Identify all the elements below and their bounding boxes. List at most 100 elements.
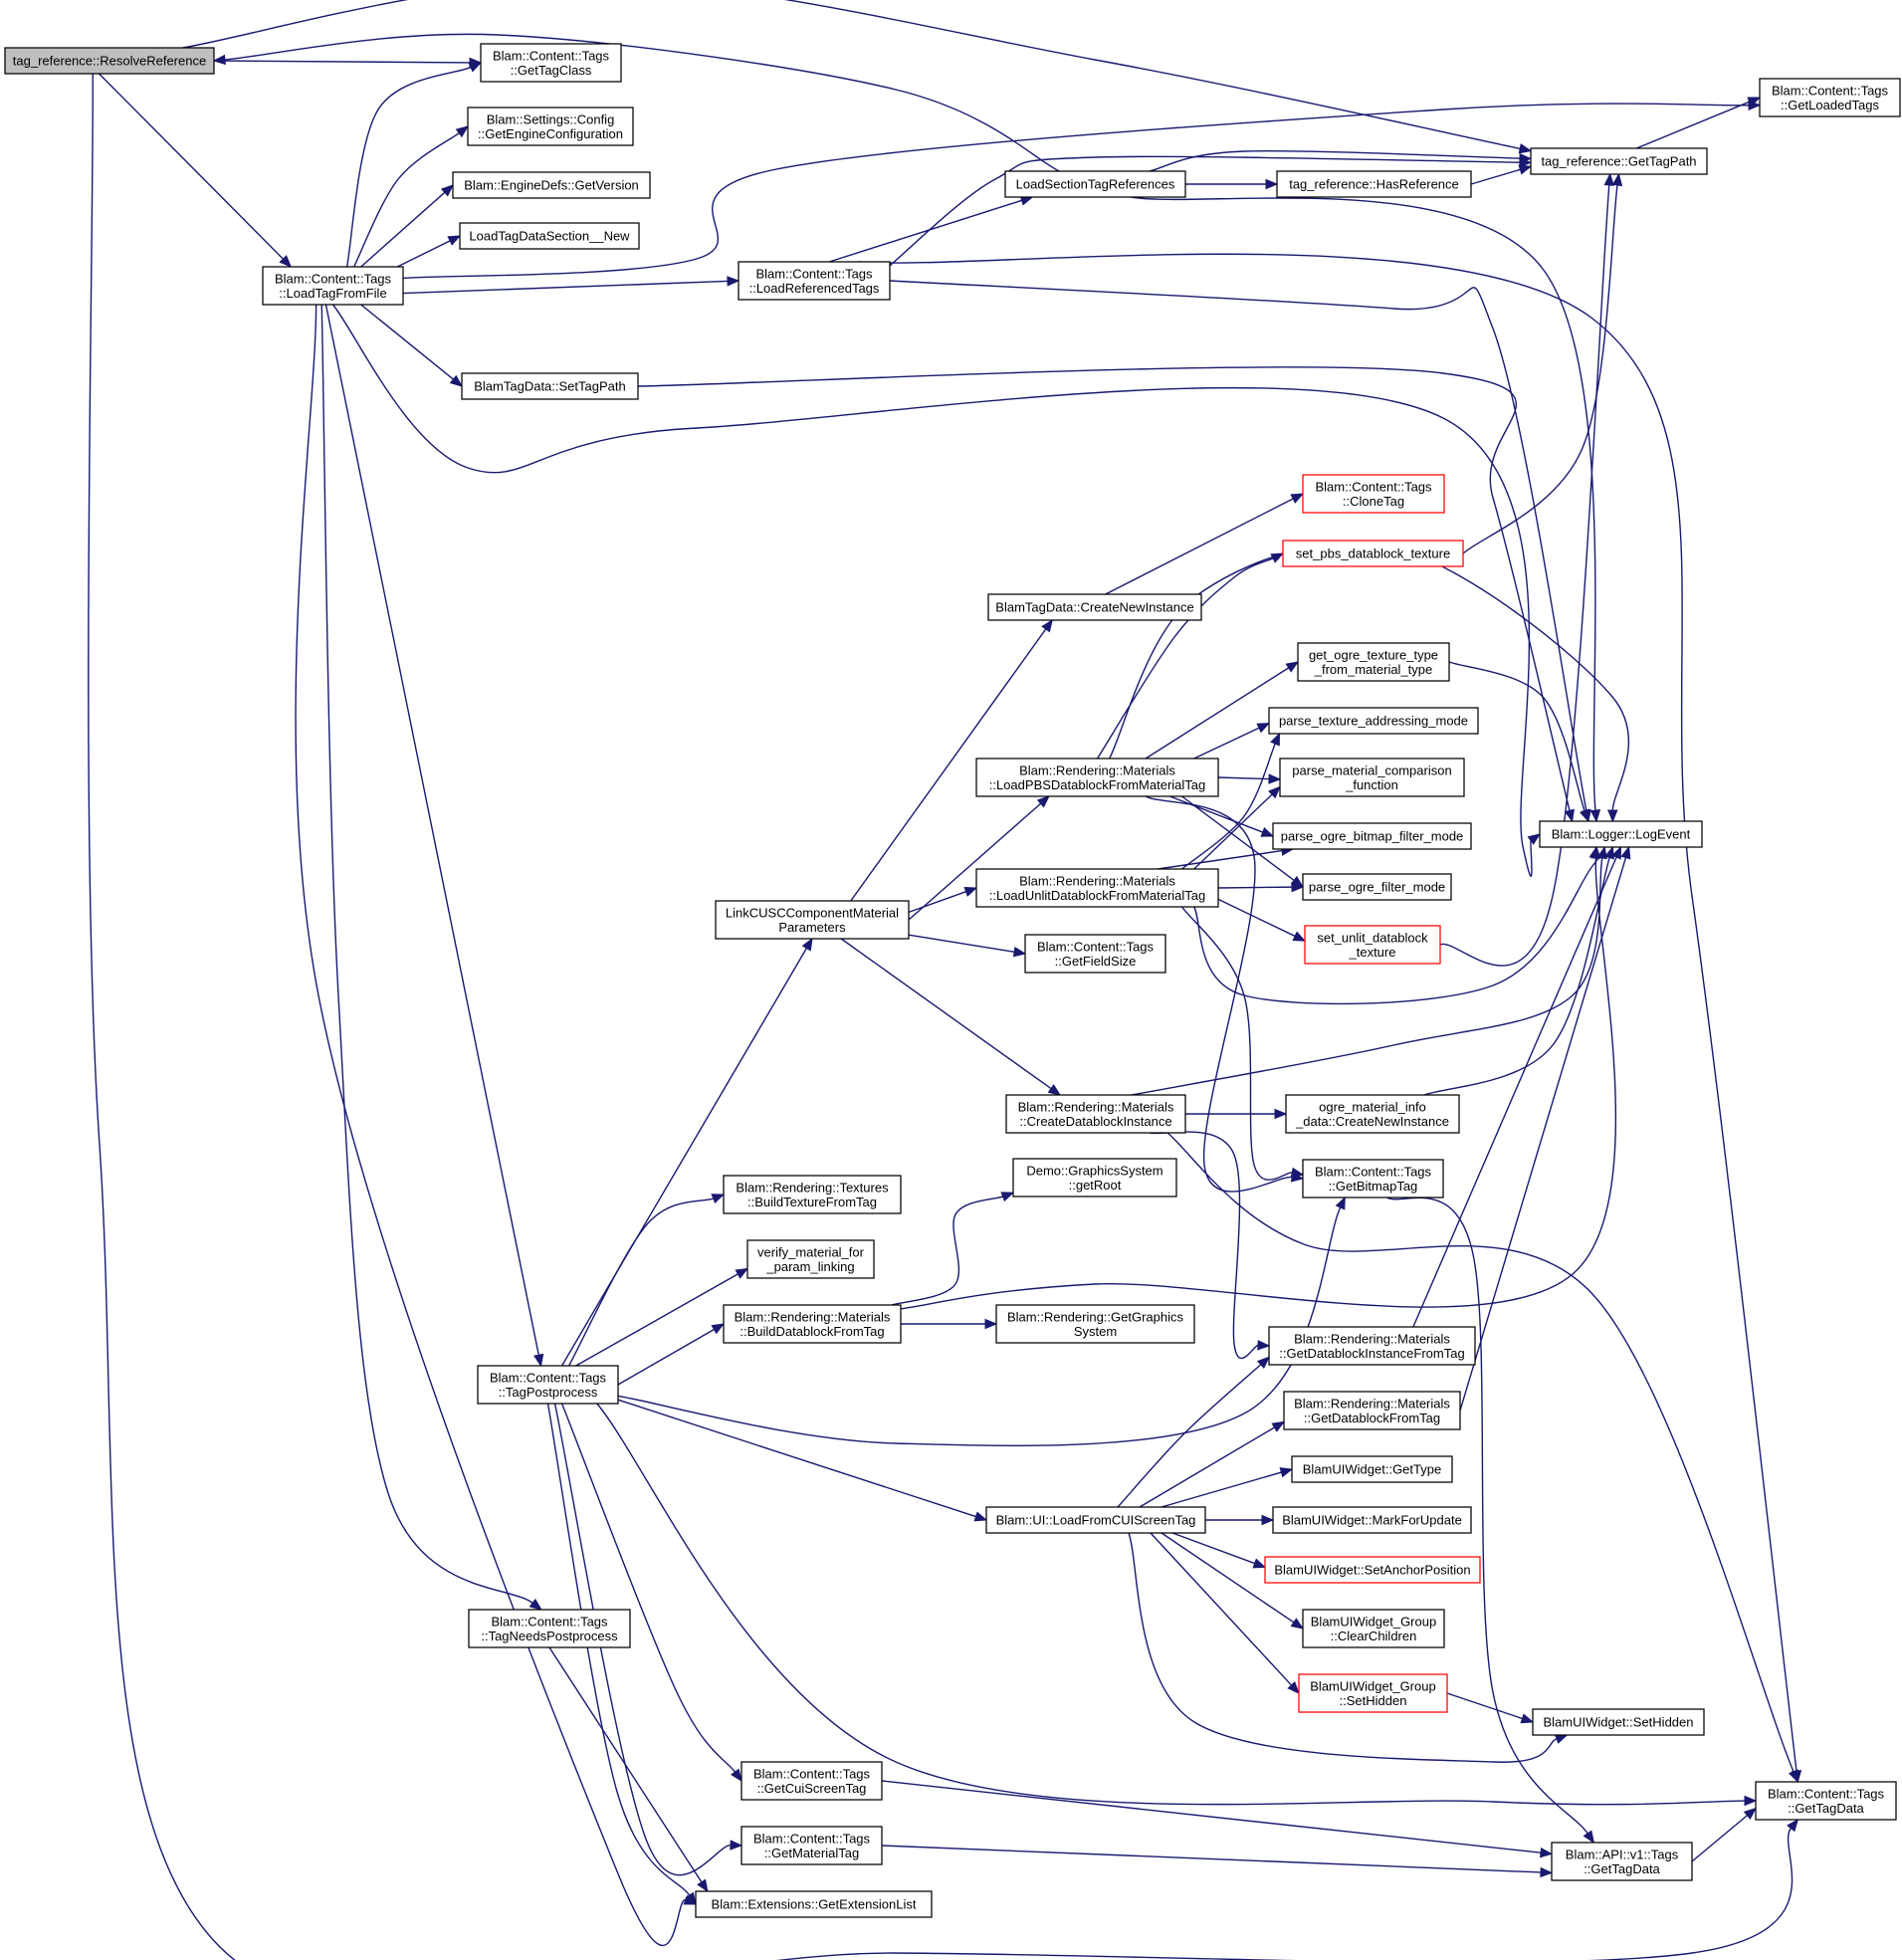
node-label: Blam::Rendering::Materials: [1018, 1099, 1174, 1114]
graph-node-loadreftags[interactable]: Blam::Content::Tags::LoadReferencedTags: [738, 261, 891, 301]
graph-node-parsematcmp[interactable]: parse_material_comparison_function: [1279, 758, 1465, 797]
arrow-head-icon: [1583, 1830, 1595, 1845]
node-label: tag_reference::GetTagPath: [1541, 154, 1696, 169]
graph-node-loadpbs[interactable]: Blam::Rendering::Materials::LoadPBSDatab…: [975, 758, 1219, 797]
arrow-head-icon: [1274, 1108, 1288, 1120]
graph-node-widgetgettype[interactable]: BlamUIWidget::GetType: [1291, 1455, 1453, 1483]
arrow-head-icon: [727, 276, 740, 287]
graph-node-getversion[interactable]: Blam::EngineDefs::GetVersion: [452, 171, 651, 199]
graph-node-parsebitmapfilter[interactable]: parse_ogre_bitmap_filter_mode: [1272, 822, 1472, 850]
call-edge-loadpbs-to-parsebitmapfilter: [1169, 795, 1275, 837]
edge-line: [1446, 1692, 1523, 1720]
graph-node-loadsectagrefs[interactable]: LoadSectionTagReferences: [1004, 170, 1186, 198]
graph-node-setpbs[interactable]: set_pbs_datablock_texture: [1282, 540, 1464, 567]
graph-node-resolve[interactable]: tag_reference::ResolveReference: [4, 47, 215, 75]
arrow-head-icon: [1589, 809, 1601, 823]
call-edge-loadunlit-to-setunlit: [1217, 898, 1307, 942]
graph-node-getdbinstfromtag[interactable]: Blam::Rendering::Materials::GetDatablock…: [1268, 1326, 1476, 1366]
graph-node-getfieldsize[interactable]: Blam::Content::Tags::GetFieldSize: [1024, 934, 1166, 974]
edge-line: [1150, 1532, 1293, 1686]
graph-node-parsetexaddr[interactable]: parse_texture_addressing_mode: [1268, 707, 1479, 735]
call-edge-loadcui-to-setanchor: [1171, 1532, 1267, 1569]
arrow-head-icon: [984, 1318, 998, 1330]
graph-node-builddb[interactable]: Blam::Rendering::Materials::BuildDatablo…: [723, 1304, 902, 1344]
call-edge-loadunlit-to-getbitmaptag: [1180, 906, 1305, 1181]
arrow-head-icon: [1287, 1680, 1300, 1694]
edge-line: [617, 1399, 976, 1518]
graph-node-getloadedtags[interactable]: Blam::Content::Tags::GetLoadedTags: [1759, 78, 1901, 117]
graph-node-buildtexture[interactable]: Blam::Rendering::Textures::BuildTextureF…: [723, 1175, 902, 1214]
graph-node-gettagpath[interactable]: tag_reference::GetTagPath: [1530, 147, 1708, 175]
edge-line: [324, 304, 539, 1356]
arrow-head-icon: [455, 125, 470, 138]
graph-node-getcuiscreen[interactable]: Blam::Content::Tags::GetCuiScreenTag: [740, 1761, 883, 1801]
node-box: [975, 758, 1219, 797]
arrow-head-icon: [1290, 493, 1305, 504]
call-edge-tagpostprocess-to-loadcui: [617, 1399, 988, 1522]
graph-node-tagneedspp[interactable]: Blam::Content::Tags::TagNeedsPostprocess: [468, 1609, 631, 1648]
graph-node-getextlist[interactable]: Blam::Extensions::GetExtensionList: [695, 1890, 933, 1918]
arrow-head-icon: [1611, 172, 1623, 187]
node-label: Blam::Content::Tags: [493, 48, 610, 63]
graph-node-gettagclass[interactable]: Blam::Content::Tags::GetTagClass: [480, 43, 622, 83]
graph-node-createnewinst[interactable]: BlamTagData::CreateNewInstance: [987, 593, 1202, 621]
edge-line: [1158, 849, 1283, 870]
edge-line: [828, 199, 1022, 263]
node-box: [467, 107, 634, 146]
node-label: Parameters: [778, 920, 846, 935]
node-label: LoadSectionTagReferences: [1016, 177, 1175, 192]
edge-line: [637, 366, 1571, 811]
call-edge-resolve-to-gettagdata: [88, 73, 1799, 1960]
graph-node-hasref[interactable]: tag_reference::HasReference: [1276, 170, 1472, 198]
arrow-head-icon: [1527, 833, 1542, 845]
graph-node-groupclear[interactable]: BlamUIWidget_Group::ClearChildren: [1302, 1609, 1445, 1648]
graph-node-setanchor[interactable]: BlamUIWidget::SetAnchorPosition: [1264, 1556, 1481, 1584]
graph-node-groupsethidden[interactable]: BlamUIWidget_Group::SetHidden: [1298, 1673, 1448, 1713]
graph-node-getbitmaptag[interactable]: Blam::Content::Tags::GetBitmapTag: [1302, 1159, 1444, 1198]
edge-line: [1169, 795, 1263, 833]
graph-node-getengcfg[interactable]: Blam::Settings::Config::GetEngineConfigu…: [467, 107, 634, 146]
graph-node-loadcui[interactable]: Blam::UI::LoadFromCUIScreenTag: [985, 1506, 1206, 1534]
graph-node-demoroot[interactable]: Demo::GraphicsSystem::getRoot: [1012, 1158, 1177, 1198]
graph-node-markforupdate[interactable]: BlamUIWidget::MarkForUpdate: [1272, 1506, 1472, 1534]
graph-node-verifymat[interactable]: verify_material_for_param_linking: [746, 1239, 875, 1279]
graph-node-loadunlit[interactable]: Blam::Rendering::Materials::LoadUnlitDat…: [975, 868, 1219, 908]
graph-node-gettagdata[interactable]: Blam::Content::Tags::GetTagData: [1755, 1781, 1897, 1821]
arrow-head-icon: [1519, 156, 1533, 168]
graph-node-apigettagdata[interactable]: Blam::API::v1::Tags::GetTagData: [1551, 1842, 1693, 1881]
node-label: Blam::Rendering::Materials: [1019, 873, 1175, 888]
call-edge-loadunlit-to-parseogrefilter: [1217, 881, 1305, 893]
arrow-head-icon: [1539, 1847, 1554, 1858]
graph-node-getdbfromtag[interactable]: Blam::Rendering::Materials::GetDatablock…: [1283, 1391, 1461, 1430]
node-label: Blam::Content::Tags: [753, 1831, 871, 1846]
arrow-head-icon: [1580, 808, 1589, 823]
graph-node-loadsecnew[interactable]: LoadTagDataSection__New: [459, 222, 640, 250]
arrow-head-icon: [1290, 1167, 1305, 1178]
call-edge-tagpostprocess-to-verifymat: [575, 1267, 749, 1367]
graph-node-loadtagfromfile[interactable]: Blam::Content::Tags::LoadTagFromFile: [262, 266, 404, 306]
graph-node-clonetag[interactable]: Blam::Content::Tags::CloneTag: [1302, 474, 1445, 514]
node-box: [1005, 1094, 1186, 1134]
graph-node-settagpath[interactable]: BlamTagData::SetTagPath: [461, 372, 639, 400]
node-box: [1302, 1159, 1444, 1198]
graph-node-parseogrefilter[interactable]: parse_ogre_filter_mode: [1302, 873, 1452, 901]
graph-node-logevent[interactable]: Blam::Logger::LogEvent: [1539, 820, 1703, 848]
graph-node-widgetsethidden[interactable]: BlamUIWidget::SetHidden: [1532, 1708, 1705, 1736]
graph-node-getmaterialtag[interactable]: Blam::Content::Tags::GetMaterialTag: [740, 1826, 883, 1865]
call-edge-tagpostprocess-to-buildtexture: [568, 1194, 726, 1367]
graph-node-ogrematinfo[interactable]: ogre_material_info_data::CreateNewInstan…: [1285, 1094, 1460, 1134]
arrow-head-icon: [1590, 845, 1601, 859]
node-label: Blam::Rendering::Materials: [1019, 762, 1175, 777]
graph-node-createdbinst[interactable]: Blam::Rendering::Materials::CreateDatabl…: [1005, 1094, 1186, 1134]
arrow-head-icon: [711, 1323, 726, 1335]
node-label: parse_ogre_filter_mode: [1309, 880, 1445, 895]
arrow-head-icon: [1518, 164, 1533, 175]
arrow-head-icon: [528, 1598, 542, 1611]
graph-node-setunlit[interactable]: set_unlit_datablock_texture: [1304, 925, 1441, 965]
node-label: BlamUIWidget::MarkForUpdate: [1282, 1513, 1462, 1528]
graph-node-tagpostprocess[interactable]: Blam::Content::Tags::TagPostprocess: [477, 1365, 619, 1405]
edge-line: [353, 132, 460, 268]
graph-node-getogretextype[interactable]: get_ogre_texture_type_from_material_type: [1297, 642, 1450, 682]
